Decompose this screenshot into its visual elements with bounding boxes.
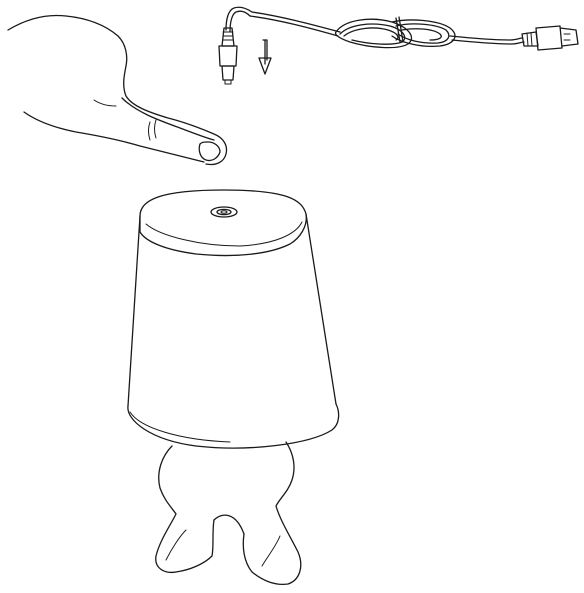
lamp-base-illustration [156, 442, 301, 584]
pointing-hand-illustration [8, 16, 227, 165]
usb-cable-illustration [250, 12, 578, 50]
lamp-shade-illustration [128, 190, 339, 448]
down-arrow-icon [259, 40, 271, 74]
dc-power-plug-illustration [219, 7, 252, 84]
